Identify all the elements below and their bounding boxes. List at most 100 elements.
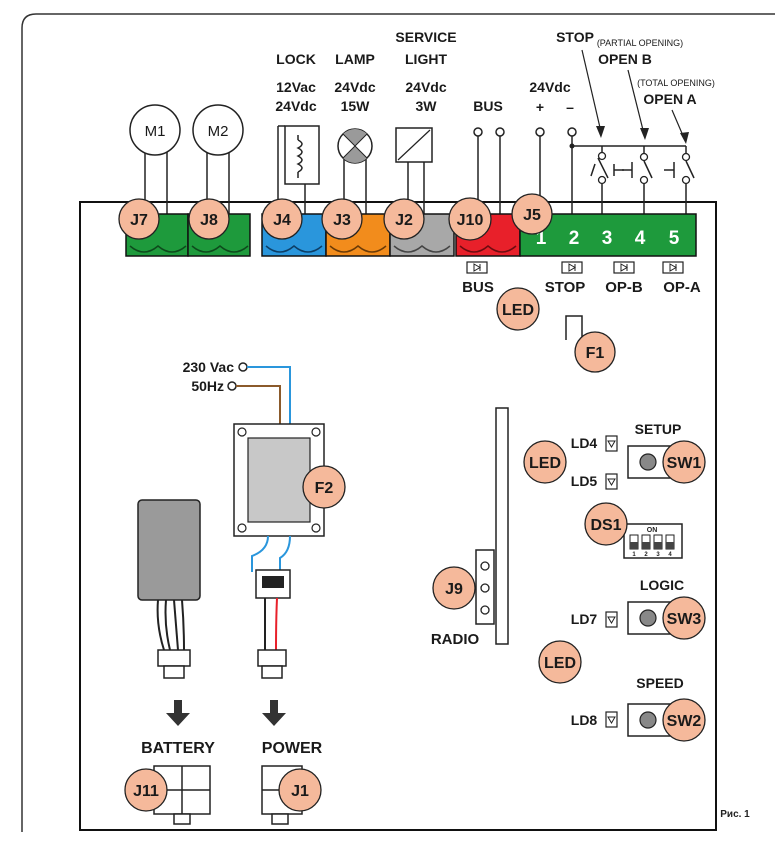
led-opb-label: OP-B xyxy=(605,279,643,296)
ld5-label: LD5 xyxy=(571,473,598,489)
battery-label: BATTERY xyxy=(141,740,215,757)
outer-frame xyxy=(21,13,775,832)
terminal-4: 4 xyxy=(635,228,646,249)
callout-j5-text: J5 xyxy=(523,207,541,224)
callout-f1-text: F1 xyxy=(586,345,605,362)
battery-arrow xyxy=(166,700,190,726)
ld8-label: LD8 xyxy=(571,712,598,728)
power-label: POWER xyxy=(262,740,323,757)
status-leds: BUS STOP OP-B OP-A xyxy=(462,261,701,296)
callout-ds1: DS1 xyxy=(584,502,628,546)
ld8-led-symbol xyxy=(607,716,616,724)
callout-j2: J2 xyxy=(383,198,425,240)
control-inputs: STOP (PARTIAL OPENING) OPEN B (TOTAL OPE… xyxy=(556,29,715,226)
total-opening-label: (TOTAL OPENING) xyxy=(637,78,715,88)
service-label-2: LIGHT xyxy=(405,51,447,67)
dip-1-label: 1 xyxy=(632,552,636,558)
service-light: SERVICE LIGHT 24Vdc 3W xyxy=(395,29,457,226)
speed-label: SPEED xyxy=(636,675,683,691)
callout-sw2: SW2 xyxy=(662,698,706,742)
bus-terminals: BUS xyxy=(473,98,505,226)
callout-j8: J8 xyxy=(188,198,230,240)
motor-m1: M1 xyxy=(129,104,181,226)
callout-j5: J5 xyxy=(511,193,553,235)
callout-f1: F1 xyxy=(574,331,616,373)
terminal-2: 2 xyxy=(569,228,580,249)
led-opa-label: OP-A xyxy=(663,279,701,296)
callout-j9: J9 xyxy=(432,566,476,610)
callout-f2: F2 xyxy=(302,465,346,509)
callout-f2-text: F2 xyxy=(315,480,334,497)
ld4-led xyxy=(605,435,618,452)
terminal-3: 3 xyxy=(602,228,613,249)
callout-led-setup-text: LED xyxy=(529,455,561,472)
callout-sw1-text: SW1 xyxy=(667,455,702,472)
ld5-led xyxy=(605,473,618,490)
callout-j9-text: J9 xyxy=(445,581,463,598)
ld7-led xyxy=(605,611,618,628)
logic-button xyxy=(627,601,673,635)
ld4-led-symbol xyxy=(607,440,616,448)
lock-label: LOCK xyxy=(276,51,316,67)
callout-j11-text: J11 xyxy=(133,783,159,800)
lamp-voltage: 24Vdc xyxy=(334,79,375,95)
callout-j3: J3 xyxy=(321,198,363,240)
service-label-1: SERVICE xyxy=(395,29,456,45)
logic-label: LOGIC xyxy=(640,577,684,593)
mains-frequency-label: 50Hz xyxy=(191,378,224,394)
lock-voltage-2: 24Vdc xyxy=(275,98,316,114)
power-harness xyxy=(255,569,291,679)
aux-minus-label: – xyxy=(566,99,574,115)
terminal-5: 5 xyxy=(669,228,680,249)
stop-label: STOP xyxy=(556,29,594,45)
lamp-label: LAMP xyxy=(335,51,375,67)
callout-led-logic: LED xyxy=(538,640,582,684)
lock-voltage-1: 12Vac xyxy=(276,79,316,95)
secondary-wire-blue xyxy=(251,535,269,572)
lamp-wattage: 15W xyxy=(341,98,371,114)
callout-j10-text: J10 xyxy=(457,212,484,229)
callout-sw1: SW1 xyxy=(662,440,706,484)
service-wattage: 3W xyxy=(416,98,438,114)
lock-coil: LOCK 12Vac 24Vdc xyxy=(275,51,320,226)
led-stop-label: STOP xyxy=(545,279,586,296)
ld5-led-symbol xyxy=(607,478,616,486)
callout-j8-text: J8 xyxy=(200,212,218,229)
callout-sw2-text: SW2 xyxy=(667,713,702,730)
battery-pack xyxy=(137,499,201,679)
callout-j7-text: J7 xyxy=(130,212,148,229)
callout-j11: J11 xyxy=(124,768,168,812)
mains-input: 230 Vac 50Hz xyxy=(183,359,291,424)
callout-led-bus-text: LED xyxy=(502,302,534,319)
motor-m1-label: M1 xyxy=(145,123,166,140)
terminal-1: 1 xyxy=(536,228,547,249)
callout-j1: J1 xyxy=(278,768,322,812)
figure-caption: Рис. 1 xyxy=(720,809,750,820)
callout-led-setup: LED xyxy=(523,440,567,484)
radio-module: RADIO xyxy=(431,407,509,648)
callout-j4: J4 xyxy=(261,198,303,240)
ld7-label: LD7 xyxy=(571,611,598,627)
service-voltage: 24Vdc xyxy=(405,79,446,95)
radio-label: RADIO xyxy=(431,631,480,648)
ld8-led xyxy=(605,711,618,728)
callout-ds1-text: DS1 xyxy=(590,517,621,534)
callout-j1-text: J1 xyxy=(291,783,309,800)
callout-led-bus: LED xyxy=(496,287,540,331)
callout-led-logic-text: LED xyxy=(544,655,576,672)
led-bus-label: BUS xyxy=(462,279,494,296)
partial-opening-label: (PARTIAL OPENING) xyxy=(597,38,683,48)
dip-3-label: 3 xyxy=(656,552,660,558)
callout-sw3-text: SW3 xyxy=(667,611,702,628)
bus-label: BUS xyxy=(473,98,503,114)
dip-2-label: 2 xyxy=(644,552,648,558)
setup-label: SETUP xyxy=(635,421,682,437)
secondary-wire-blue-2 xyxy=(279,535,291,572)
aux-plus-label: + xyxy=(536,99,544,115)
fuse-f1 xyxy=(565,315,583,340)
ld4-label: LD4 xyxy=(571,435,598,451)
motor-m2-label: M2 xyxy=(208,123,229,140)
callout-j4-text: J4 xyxy=(273,212,291,229)
dip-4-label: 4 xyxy=(668,552,672,558)
